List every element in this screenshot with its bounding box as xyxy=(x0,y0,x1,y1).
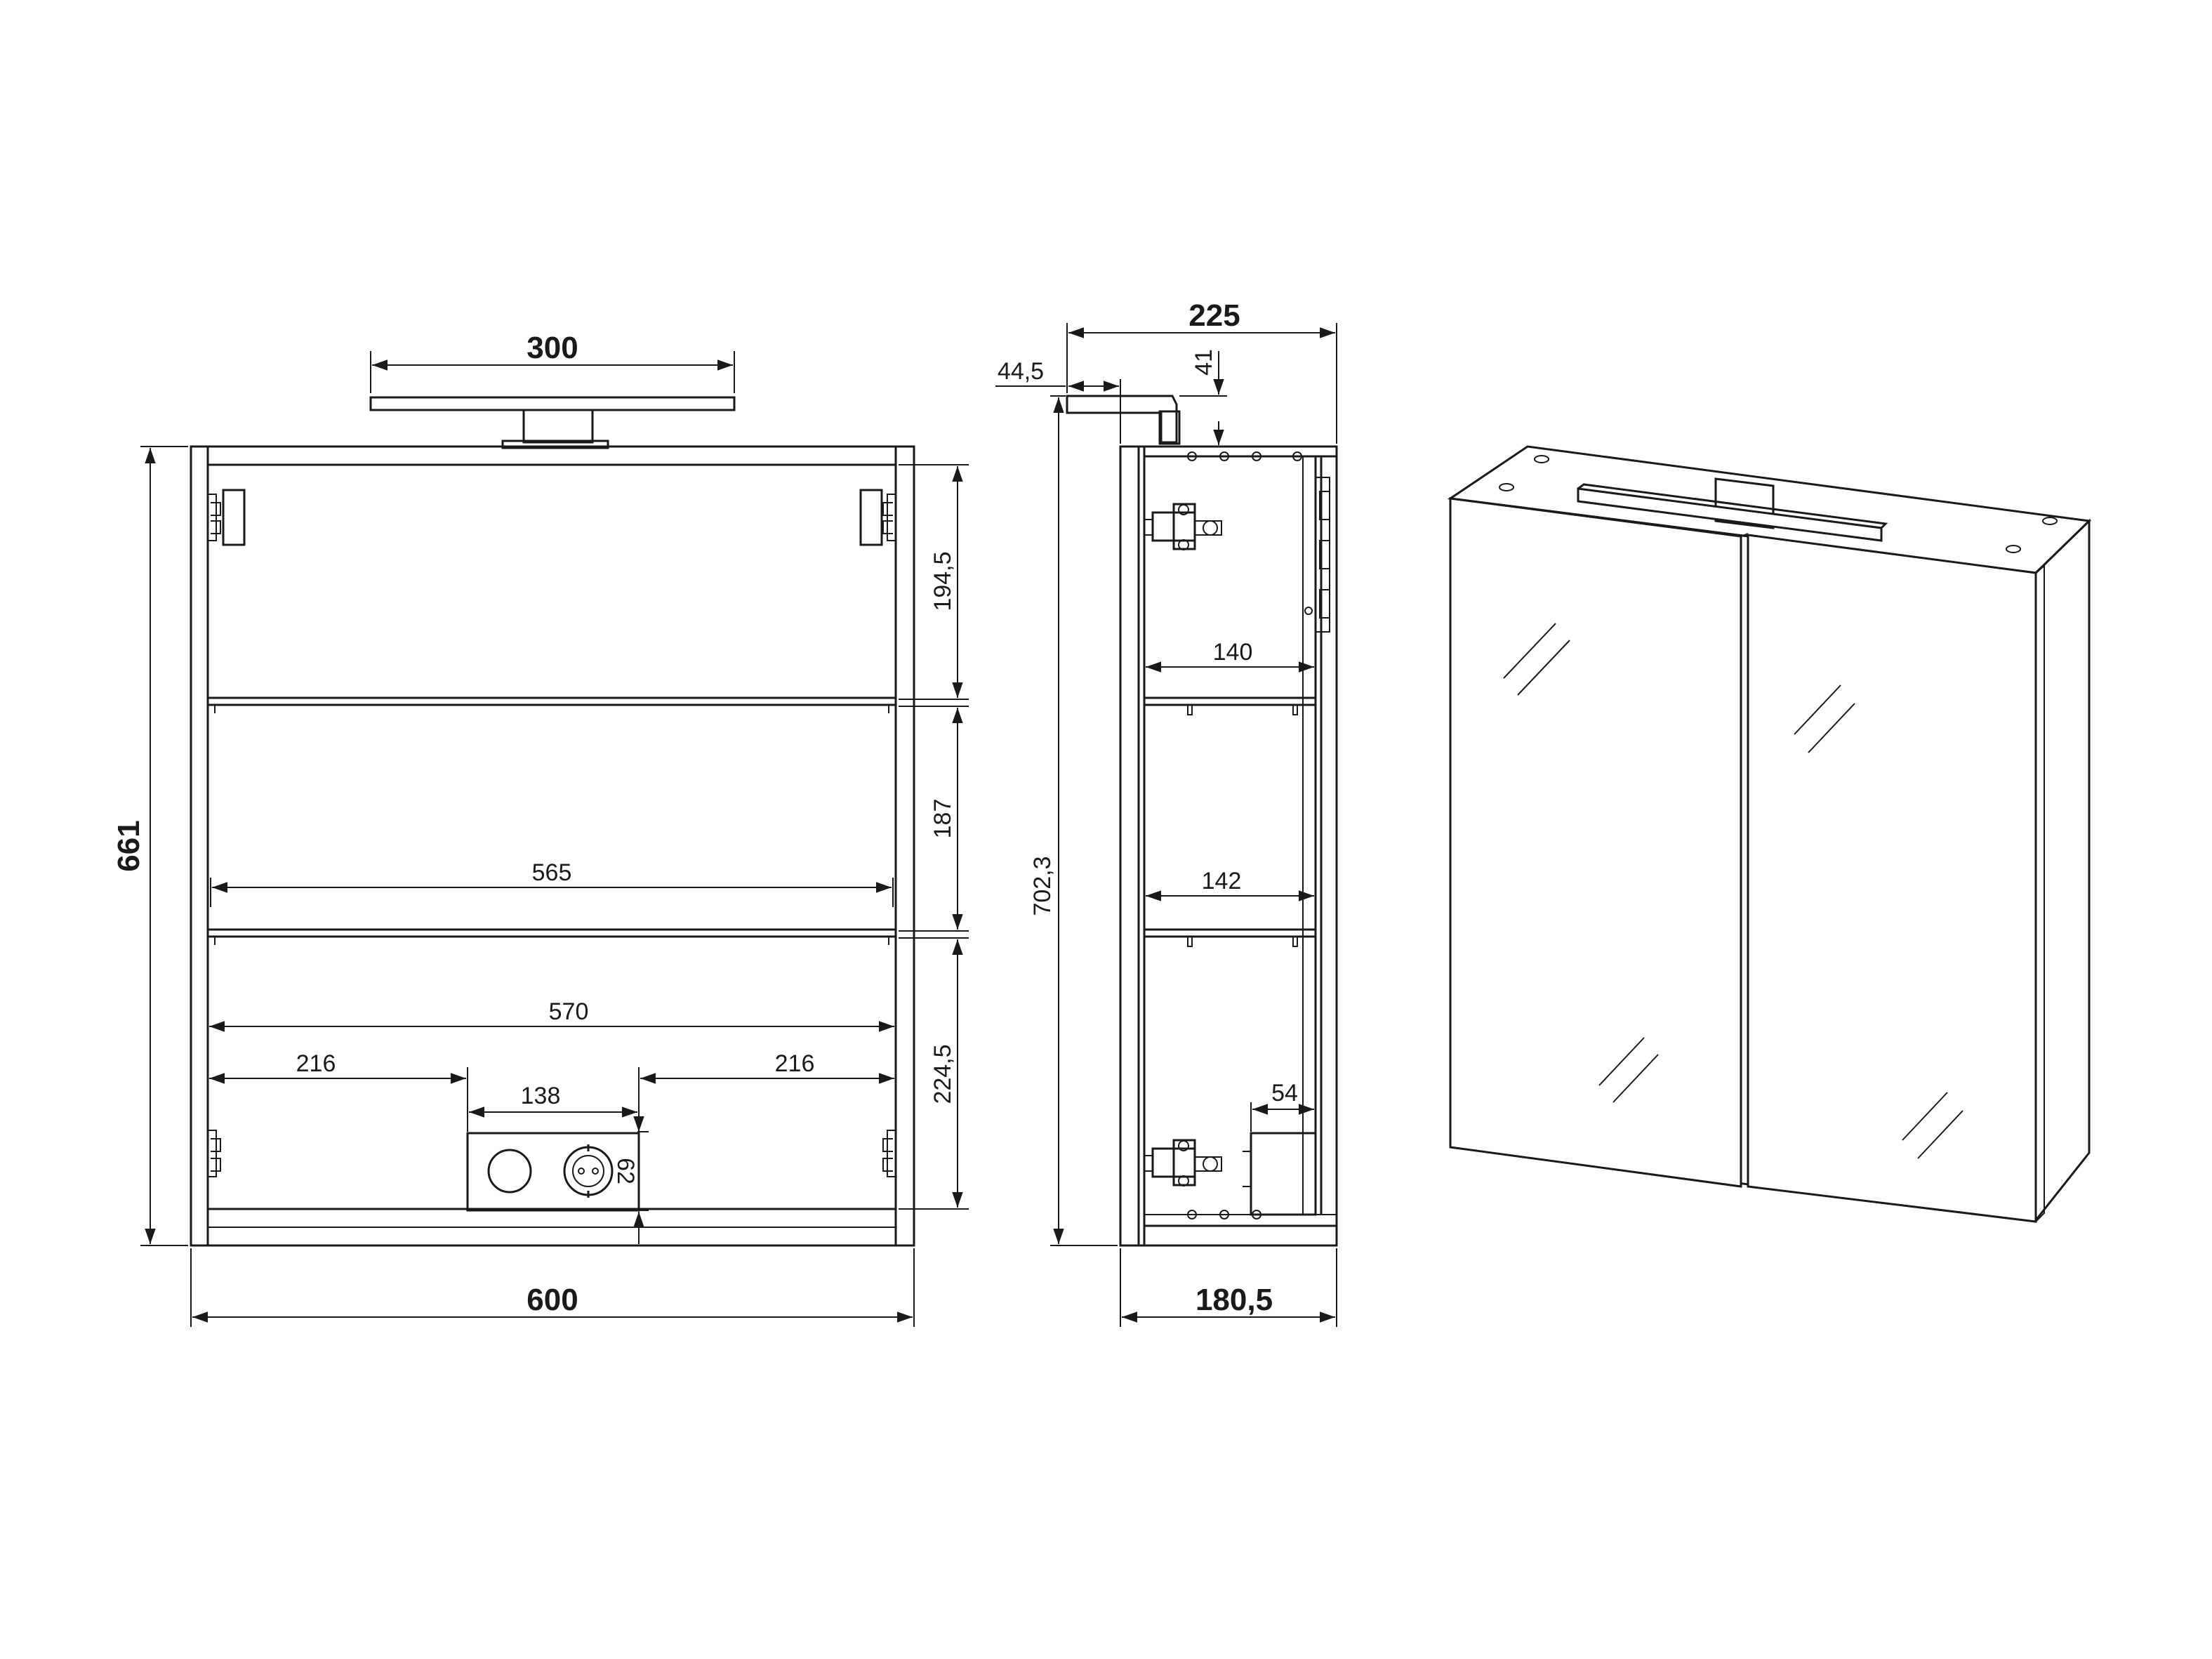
perspective-door-left xyxy=(1449,497,1749,1188)
label-shelf-depth-bottom: 142 xyxy=(1202,868,1242,894)
perspective-door-right xyxy=(1747,534,2037,1223)
side-light-electronics xyxy=(1304,477,1330,633)
hinge-bottom-left xyxy=(208,1130,221,1177)
side-cabinet-body xyxy=(1137,445,1338,1247)
label-side-total-height: 702,3 xyxy=(1029,856,1056,916)
side-dimension-total-height xyxy=(1050,395,1118,1246)
label-body-depth: 180,5 xyxy=(1196,1283,1273,1317)
side-dimension-body-depth xyxy=(1120,1248,1337,1327)
shelf-upper xyxy=(206,696,897,713)
label-offset-left: 216 xyxy=(296,1050,336,1077)
dimension-shelf-width xyxy=(210,878,894,907)
light-fixture xyxy=(369,396,736,449)
label-socket-height: 62 xyxy=(612,1158,639,1184)
dimension-total-height xyxy=(140,446,188,1246)
front-view: 300 661 194,5 187 224,5 565 570 216 216 … xyxy=(112,331,969,1327)
side-door xyxy=(1119,445,1140,1247)
label-total-width: 600 xyxy=(526,1283,578,1317)
cabinet-body xyxy=(190,445,915,1247)
side-dimension-light-offset xyxy=(995,379,1121,444)
side-shelf-lower xyxy=(1143,928,1317,947)
side-dimension-light-height xyxy=(1179,351,1227,445)
label-total-height: 661 xyxy=(112,820,146,871)
side-shelf-upper xyxy=(1143,696,1317,715)
hinge-bottom-right xyxy=(882,1130,896,1177)
side-hinge-top xyxy=(1144,503,1222,550)
label-socket-depth: 54 xyxy=(1271,1080,1298,1106)
side-dimension-socket-depth xyxy=(1250,1102,1314,1132)
dimension-shelf-gaps xyxy=(899,464,969,1210)
label-offset-right: 216 xyxy=(775,1050,815,1077)
perspective-view xyxy=(1447,445,2092,1224)
label-shelf-width: 565 xyxy=(532,859,572,886)
label-shelf-gap-top: 194,5 xyxy=(929,551,956,611)
hinge-top-left xyxy=(208,489,246,546)
dimension-total-width xyxy=(190,1248,915,1327)
label-light-width: 300 xyxy=(526,331,578,365)
label-light-offset: 44,5 xyxy=(998,358,1044,385)
dimension-socket-offsets xyxy=(209,1067,894,1244)
label-socket-width: 138 xyxy=(521,1083,561,1109)
side-socket-box xyxy=(1243,1132,1317,1216)
dimension-light-width xyxy=(370,351,735,393)
label-shelf-gap-bottom: 224,5 xyxy=(929,1044,956,1104)
hinge-top-right xyxy=(859,489,896,546)
perspective-top-holes xyxy=(1499,455,2058,553)
label-shelf-depth-top: 140 xyxy=(1213,639,1253,666)
label-total-depth: 225 xyxy=(1188,298,1240,333)
label-light-height: 41 xyxy=(1191,349,1217,376)
side-dimension-shelf-depths xyxy=(1146,661,1314,901)
side-dimension-total-depth xyxy=(1066,323,1337,444)
perspective-light-fixture xyxy=(1577,477,1888,542)
side-light-fixture xyxy=(1066,395,1181,445)
label-inner-width: 570 xyxy=(549,998,589,1025)
label-shelf-gap-middle: 187 xyxy=(929,799,956,839)
side-hinge-bottom xyxy=(1144,1139,1222,1187)
socket-box xyxy=(466,1132,640,1212)
side-view: 225 44,5 41 702,3 140 142 54 180,5 xyxy=(995,298,1338,1327)
shelf-lower xyxy=(206,928,897,945)
